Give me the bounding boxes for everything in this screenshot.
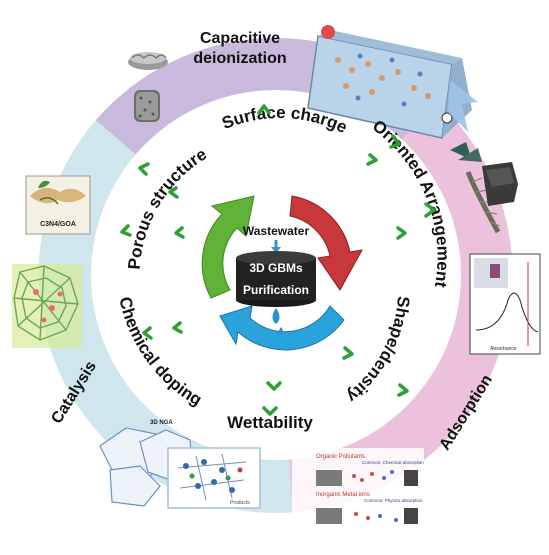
- common-chem-label: Common: Chemical absorption: [362, 460, 424, 465]
- common-phys-label: Common: Physics absorption: [364, 498, 423, 503]
- cycle-arrows: [201, 195, 363, 351]
- chevron-icon: [168, 186, 179, 199]
- plant-specimen-icon: [450, 142, 501, 234]
- green-cycle-arrow: [201, 195, 255, 299]
- chevron-icon: [397, 383, 409, 397]
- c3n4-label: C3N4/GOA: [40, 221, 76, 228]
- property-wettability: Wettability: [227, 413, 313, 432]
- c3n4-goa-illustration: C3N4/GOA: [25, 175, 91, 235]
- center-3d-gbms: 3D GBMs: [249, 261, 303, 275]
- water-drop-icon: [272, 308, 280, 324]
- chevron-icon: [366, 153, 378, 166]
- chevron-icon: [389, 134, 401, 149]
- chevron-icon: [396, 226, 407, 240]
- spectrum-axis-label: Absorbance: [490, 346, 517, 352]
- blue-cycle-arrow: [219, 305, 345, 351]
- aerogel-block-icon: [482, 162, 518, 206]
- chevron-icon: [172, 321, 183, 334]
- lattice-structure-icon: [12, 264, 82, 348]
- inorganic-label: Inorganic Metal ions: [316, 492, 370, 498]
- cdi-cell-illustration: [307, 25, 478, 139]
- center-purification: Purification: [243, 283, 309, 297]
- sponge-icon: [134, 90, 160, 122]
- red-cycle-arrow: [289, 195, 363, 291]
- chevron-icon: [120, 224, 132, 237]
- nga-label: 3D NGA: [150, 420, 173, 426]
- label-capacitive-line2: deionization: [193, 50, 286, 67]
- chevron-icon: [266, 381, 282, 391]
- chevron-icon: [142, 326, 153, 340]
- chevron-icon: [342, 346, 354, 360]
- spectrum-chart-icon: Absorbance: [469, 253, 541, 355]
- adsorption-mechanism-illustration: Organic Pollutants Common: Chemical abso…: [292, 448, 424, 536]
- outward-chevrons: [120, 104, 436, 416]
- products-label: Products: [230, 500, 250, 506]
- chevron-icon: [174, 226, 185, 239]
- center-wastewater: Wastewater: [243, 224, 310, 238]
- center-core: Wastewater 3D GBMs Purification: [236, 224, 316, 335]
- label-capacitive-line1: Capacitive: [200, 30, 280, 47]
- graphene-foam-icon: [128, 52, 168, 70]
- down-arrow-head-icon: [271, 247, 281, 253]
- water-drop-small-icon: [279, 327, 283, 335]
- chevron-icon: [138, 162, 150, 176]
- chevron-icon: [262, 406, 278, 416]
- nga-structure-illustration: 3D NGA Products: [99, 420, 261, 509]
- organic-label: Organic Pollutants: [316, 454, 365, 460]
- chevron-icon: [424, 202, 436, 218]
- chevron-icon: [257, 104, 271, 115]
